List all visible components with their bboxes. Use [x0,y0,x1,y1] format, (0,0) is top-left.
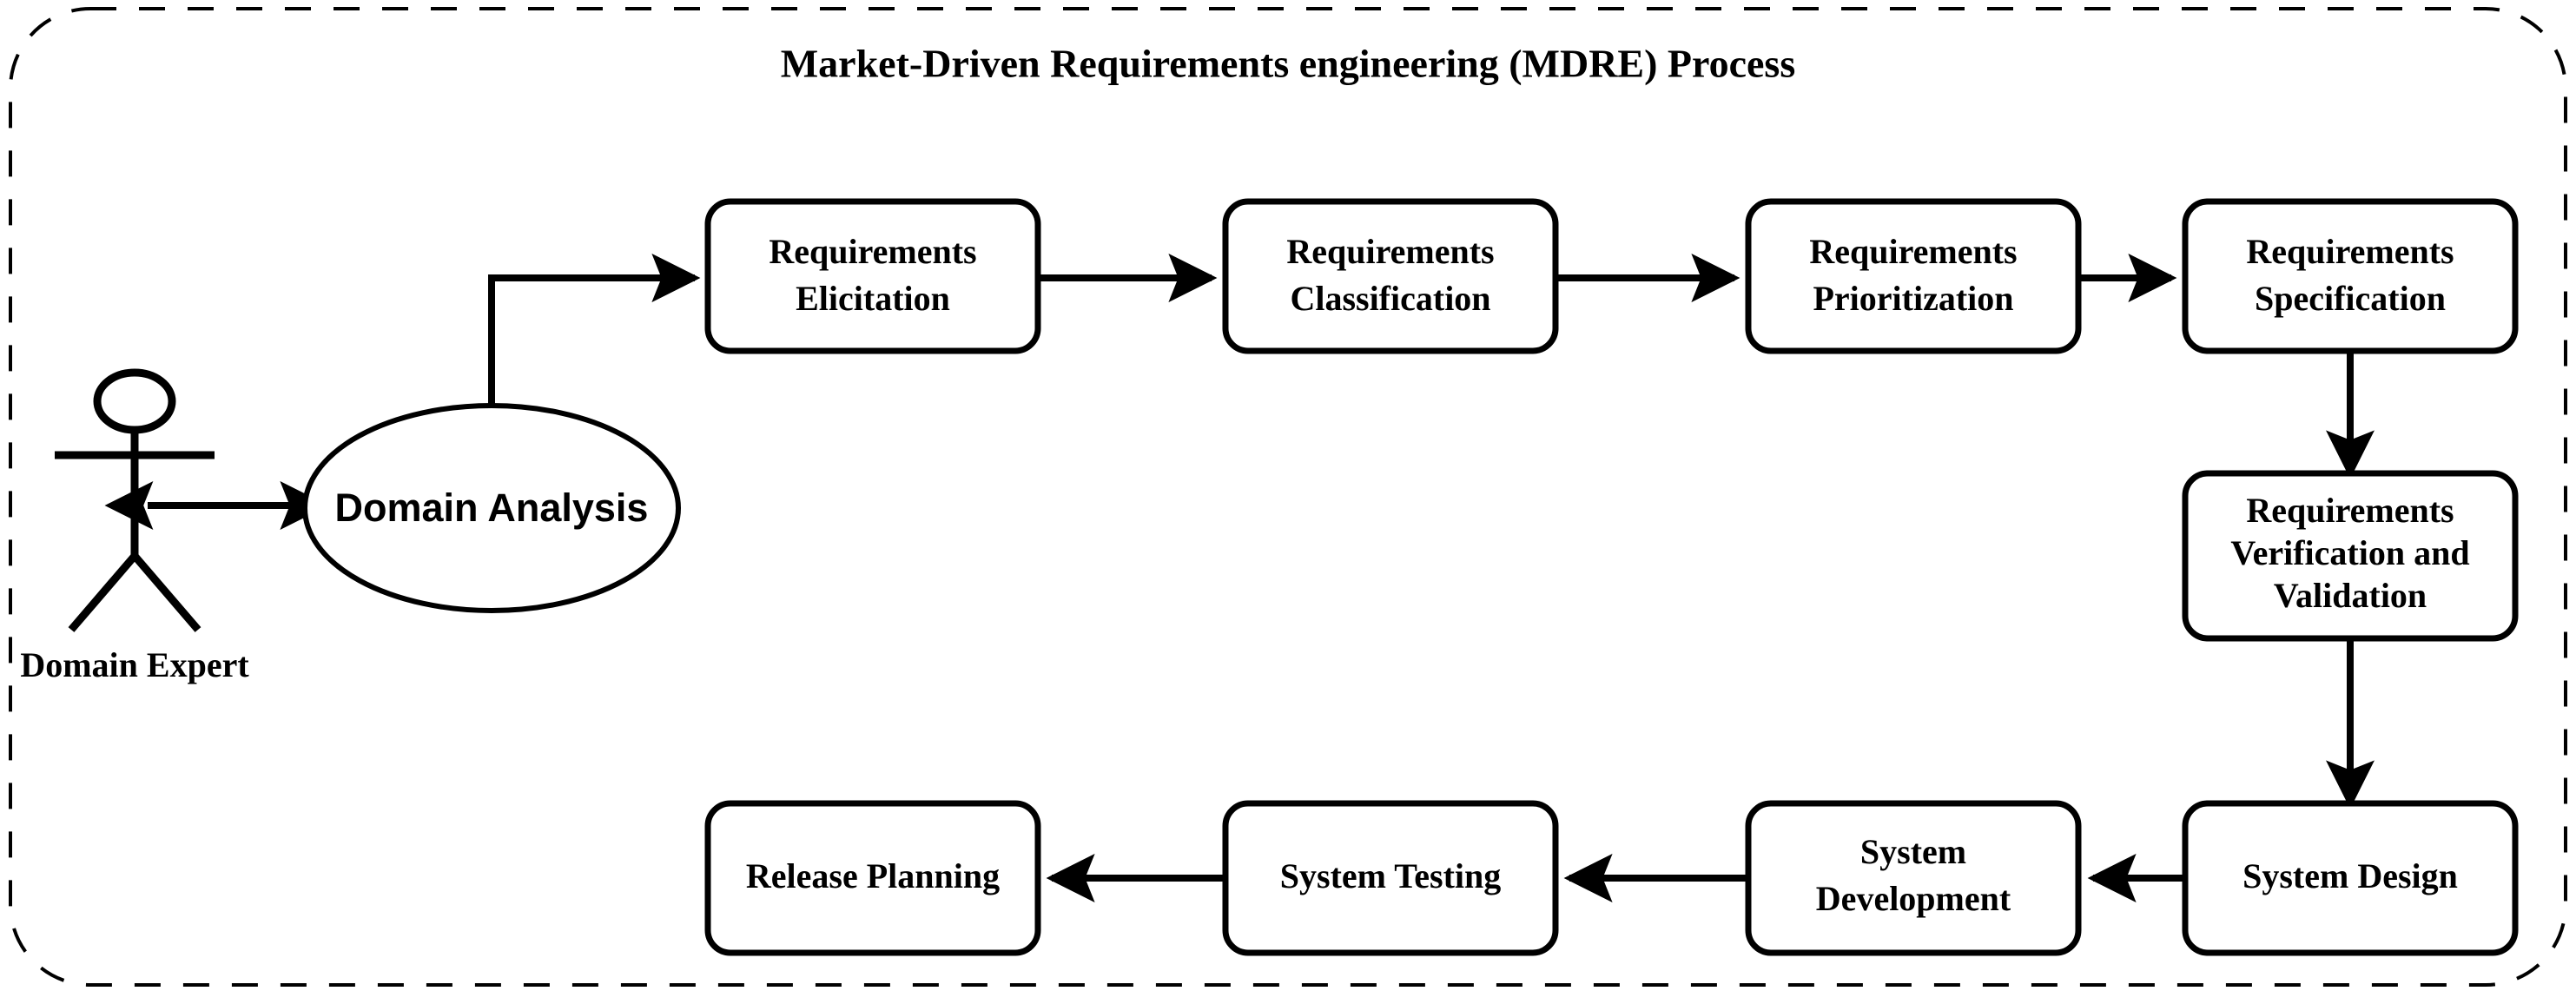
requirements-specification-label-line1: Requirements [2246,232,2454,271]
requirements-classification-label-line1: Requirements [1286,232,1494,271]
node-requirements-prioritization: Requirements Prioritization [1745,198,2082,354]
system-design-label: System Design [2242,856,2458,895]
page-title: Market-Driven Requirements engineering (… [781,42,1796,86]
release-planning-label: Release Planning [746,856,1000,895]
actor-head-icon [93,368,176,434]
node-system-development: System Development [1745,800,2082,956]
node-requirements-classification: Requirements Classification [1222,198,1559,354]
requirements-classification-box [1222,198,1559,354]
actor-label: Domain Expert [20,645,249,684]
requirements-elicitation-box [704,198,1041,354]
node-release-planning: Release Planning [704,800,1041,956]
requirements-prioritization-label-line1: Requirements [1809,232,2017,271]
node-requirements-specification: Requirements Specification [2182,198,2519,354]
requirements-specification-box [2182,198,2519,354]
node-domain-analysis: Domain Analysis [302,403,681,613]
actor-left-leg-icon [68,553,138,632]
link-analysis-elicitation [488,254,701,406]
node-requirements-verification-validation: Requirements Verification and Validation [2182,470,2519,642]
node-system-design: System Design [2182,800,2519,956]
requirements-elicitation-label-line2: Elicitation [796,279,950,318]
system-testing-label: System Testing [1280,856,1502,895]
actor-domain-expert: Domain Expert [20,368,249,684]
system-development-box [1745,800,2082,956]
requirements-verification-label-line3: Validation [2274,576,2427,615]
outer-dashed-frame [9,7,2567,987]
requirements-verification-label-line1: Requirements [2246,491,2454,530]
release-planning-box [704,800,1041,956]
requirements-specification-label-line2: Specification [2255,279,2446,318]
node-system-testing: System Testing [1222,800,1559,956]
requirements-verification-label-line2: Verification and [2230,533,2469,572]
domain-analysis-label: Domain Analysis [335,486,649,530]
system-development-label-line1: System [1860,832,1966,871]
requirements-classification-label-line2: Classification [1290,279,1490,318]
node-requirements-elicitation: Requirements Elicitation [704,198,1041,354]
requirements-prioritization-label-line2: Prioritization [1813,279,2013,318]
requirements-prioritization-box [1745,198,2082,354]
actor-right-leg-icon [131,553,201,632]
system-development-label-line2: Development [1816,879,2011,918]
requirements-elicitation-label-line1: Requirements [769,232,976,271]
